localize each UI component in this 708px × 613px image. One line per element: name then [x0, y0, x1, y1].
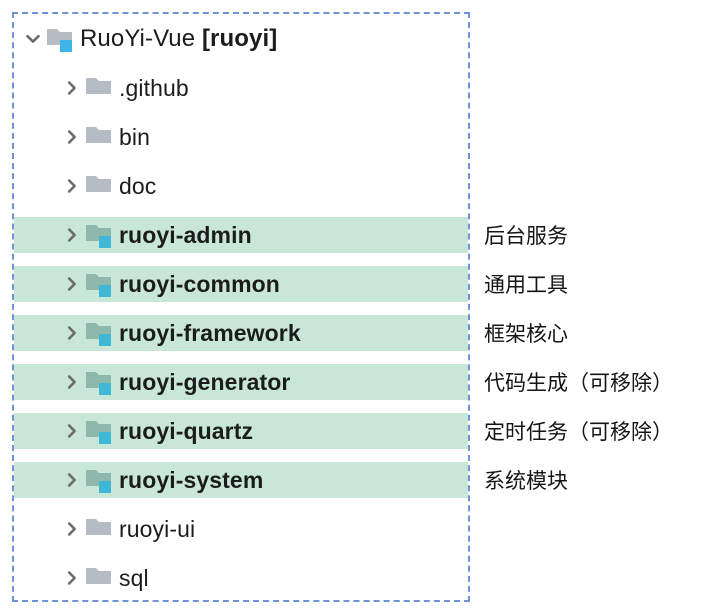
- tree-item-label: ruoyi-admin: [119, 221, 252, 248]
- chevron-right-icon[interactable]: [59, 75, 85, 101]
- tree-row-sql[interactable]: sql: [14, 560, 468, 596]
- tree-item-label: ruoyi-generator: [119, 368, 291, 395]
- tree-row-.github[interactable]: .github: [14, 70, 468, 106]
- annotation-ruoyi-generator: 代码生成（可移除）: [484, 371, 673, 395]
- tree-item-label: ruoyi-system: [119, 466, 264, 493]
- tree-row-ruoyi-quartz[interactable]: ruoyi-quartz: [14, 413, 468, 449]
- tree-item-label: bin: [119, 123, 150, 150]
- folder-icon: [85, 515, 119, 543]
- chevron-right-icon[interactable]: [59, 467, 85, 493]
- root-project-name: RuoYi-Vue: [80, 25, 202, 52]
- module-folder-icon: [85, 417, 119, 445]
- tree-row-ruoyi-common[interactable]: ruoyi-common: [14, 266, 468, 302]
- tree-row-bin[interactable]: bin: [14, 119, 468, 155]
- tree-row-ruoyi-system[interactable]: ruoyi-system: [14, 462, 468, 498]
- tree-item-label: .github: [119, 74, 189, 101]
- tree-item-label: ruoyi-ui: [119, 515, 196, 542]
- annotation-ruoyi-framework: 框架核心: [484, 322, 568, 346]
- folder-icon: [85, 564, 119, 592]
- annotation-ruoyi-quartz: 定时任务（可移除）: [484, 420, 673, 444]
- chevron-right-icon[interactable]: [59, 222, 85, 248]
- root-node-label: RuoYi-Vue [ruoyi]: [80, 27, 277, 51]
- chevron-right-icon[interactable]: [59, 320, 85, 346]
- tree-row-ruoyi-ui[interactable]: ruoyi-ui: [14, 511, 468, 547]
- tree-row-ruoyi-generator[interactable]: ruoyi-generator: [14, 364, 468, 400]
- tree-row-doc[interactable]: doc: [14, 168, 468, 204]
- folder-icon: [85, 74, 119, 102]
- module-folder-icon: [85, 319, 119, 347]
- annotation-ruoyi-common: 通用工具: [484, 273, 568, 297]
- folder-icon: [85, 123, 119, 151]
- chevron-right-icon[interactable]: [59, 124, 85, 150]
- module-folder-icon: [85, 368, 119, 396]
- module-folder-icon: [85, 466, 119, 494]
- chevron-right-icon[interactable]: [59, 418, 85, 444]
- chevron-right-icon[interactable]: [59, 369, 85, 395]
- tree-row-ruoyi-framework[interactable]: ruoyi-framework: [14, 315, 468, 351]
- chevron-right-icon[interactable]: [59, 565, 85, 591]
- tree-row-root[interactable]: RuoYi-Vue [ruoyi]: [14, 21, 468, 57]
- project-tree-panel: RuoYi-Vue [ruoyi] .github bin doc ruoyi-adm…: [12, 12, 470, 602]
- folder-icon: [85, 172, 119, 200]
- tree-item-label: sql: [119, 564, 149, 591]
- module-folder-icon: [85, 221, 119, 249]
- chevron-down-icon[interactable]: [20, 26, 46, 52]
- tree-item-label: ruoyi-framework: [119, 319, 301, 346]
- module-folder-icon: [46, 25, 80, 53]
- chevron-right-icon[interactable]: [59, 173, 85, 199]
- tree-item-label: ruoyi-common: [119, 270, 280, 297]
- tree-row-ruoyi-admin[interactable]: ruoyi-admin: [14, 217, 468, 253]
- module-folder-icon: [85, 270, 119, 298]
- root-project-tag: [ruoyi]: [201, 25, 278, 52]
- tree-item-label: doc: [119, 172, 157, 199]
- tree-item-label: ruoyi-quartz: [119, 417, 254, 444]
- annotation-ruoyi-admin: 后台服务: [484, 224, 568, 248]
- chevron-right-icon[interactable]: [59, 271, 85, 297]
- chevron-right-icon[interactable]: [59, 516, 85, 542]
- annotation-ruoyi-system: 系统模块: [484, 469, 568, 493]
